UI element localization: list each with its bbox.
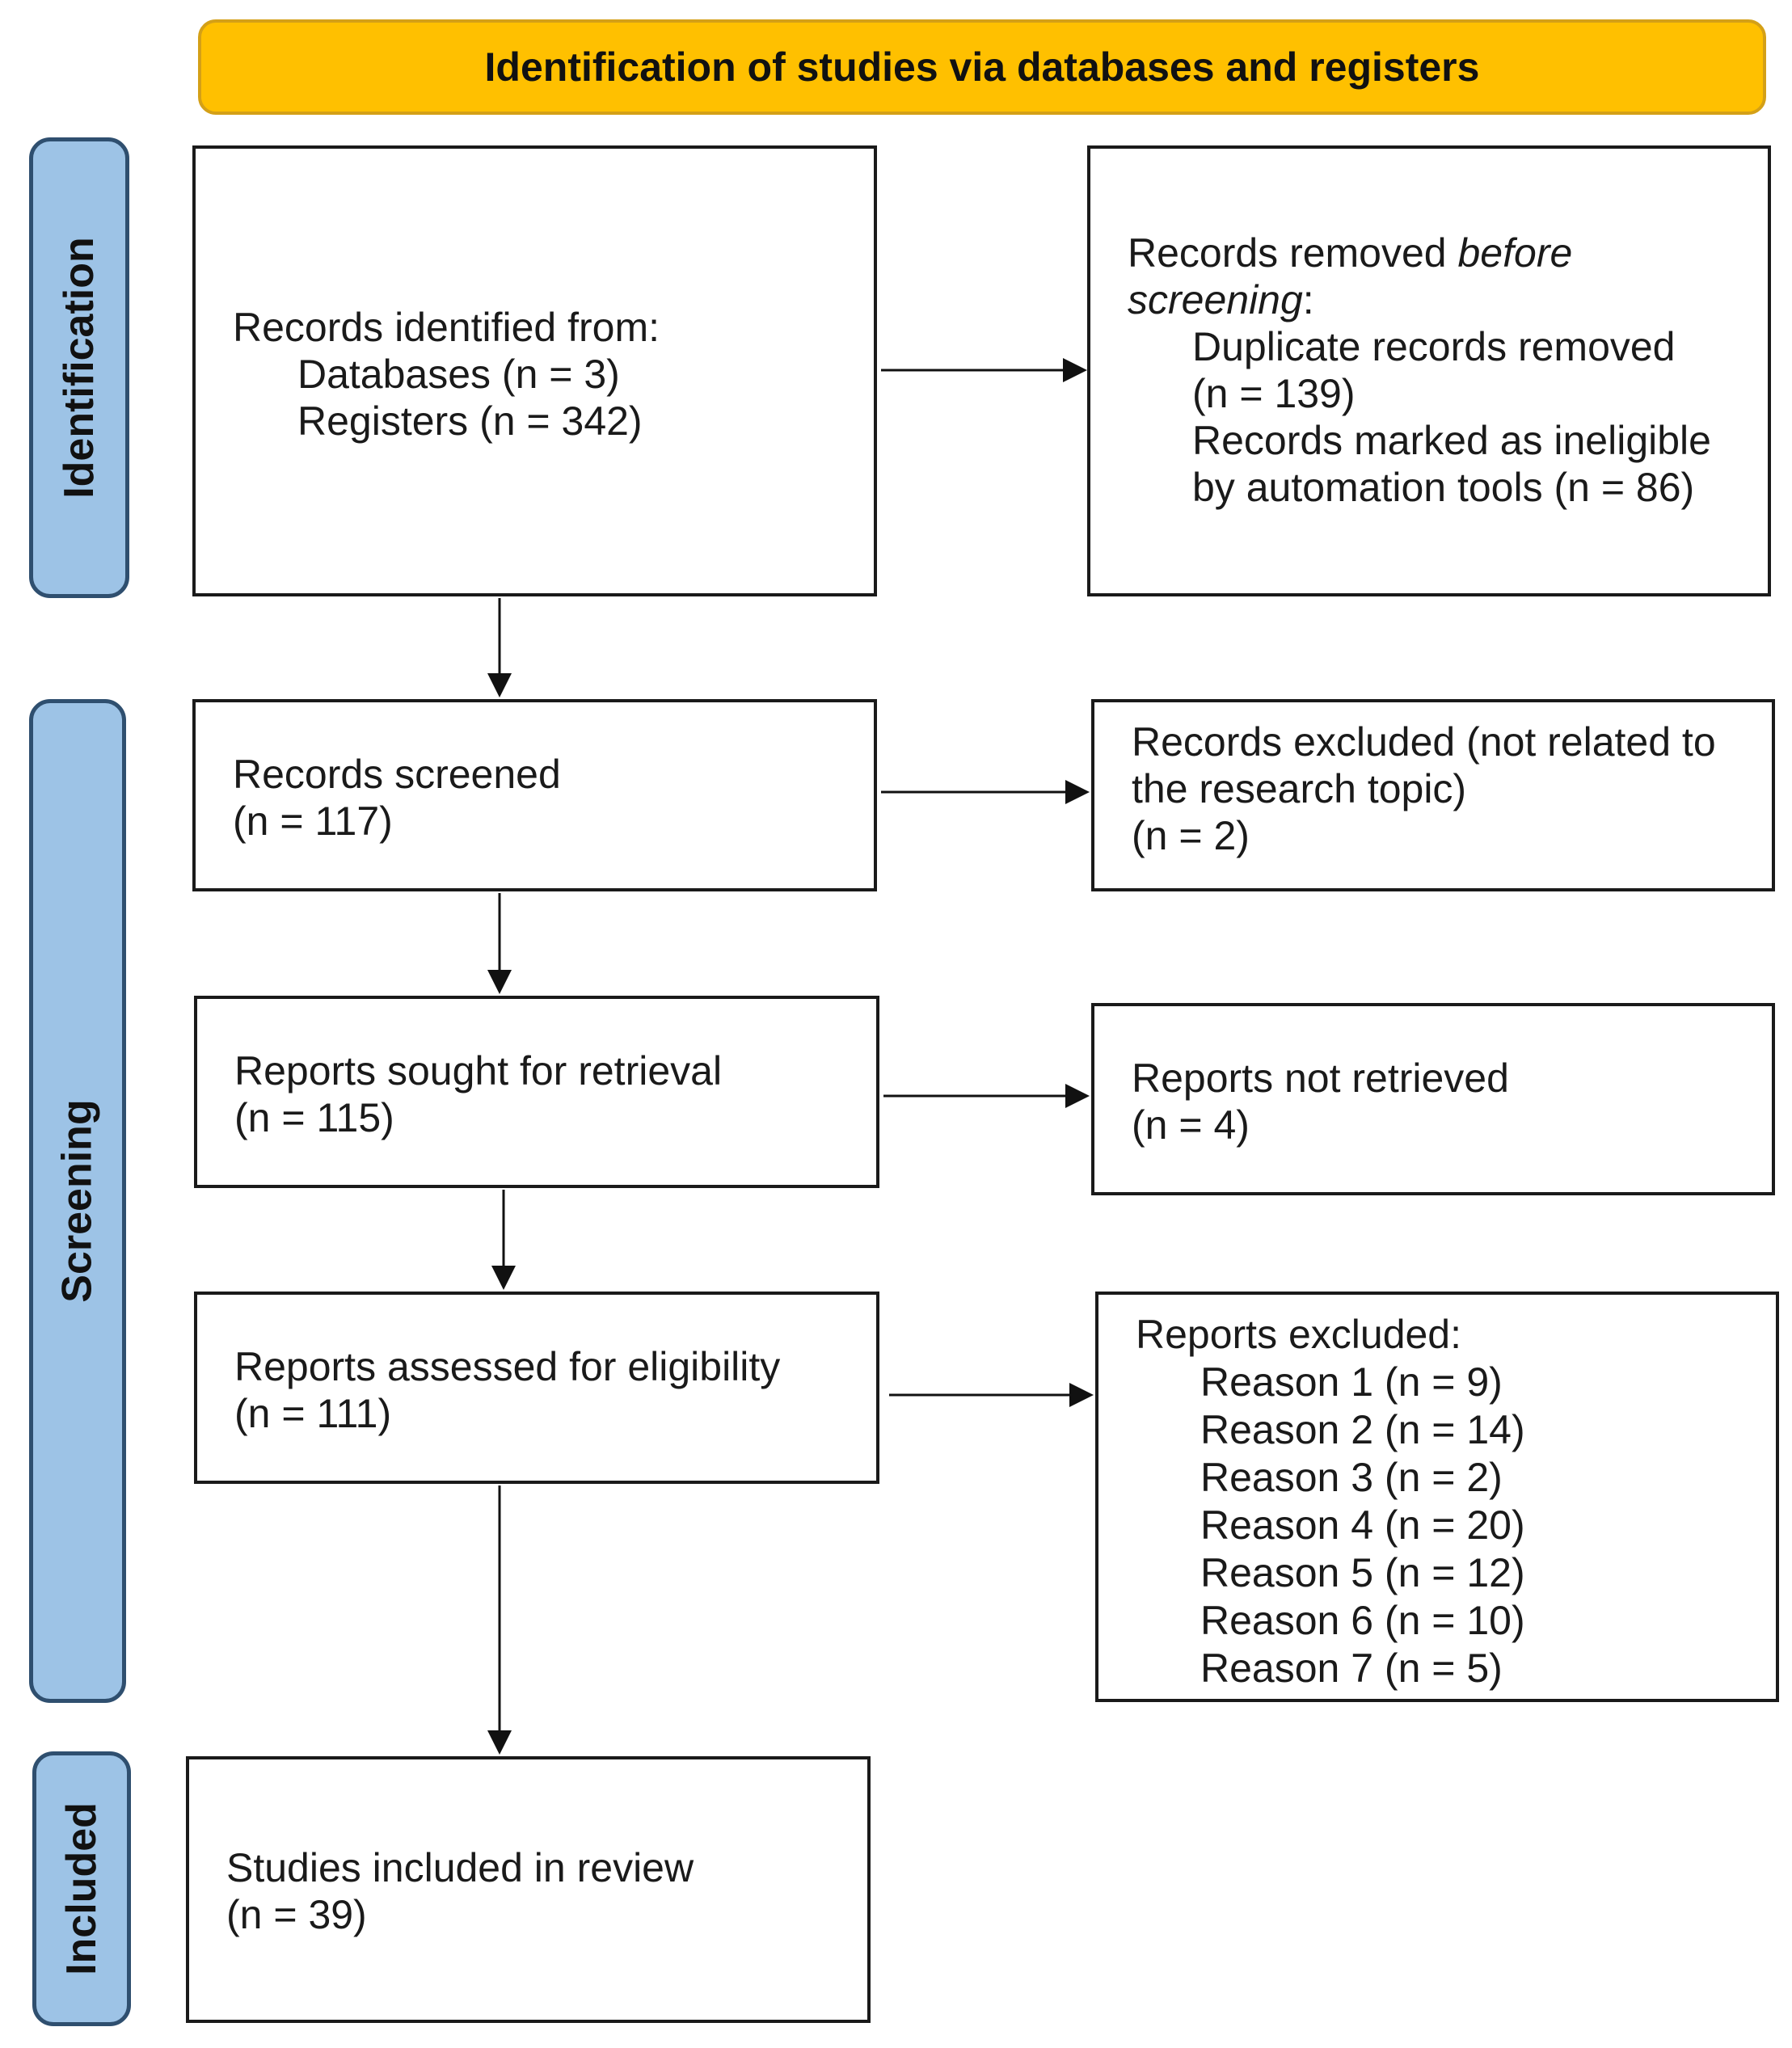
records-identified-registers: Registers (n = 342) (297, 398, 643, 444)
reason-item: Reason 3 (n = 2) (1200, 1455, 1503, 1500)
reports-sought-box: Reports sought for retrieval (n = 115) (194, 996, 879, 1188)
reports-sought-count: (n = 115) (234, 1095, 394, 1140)
arrowhead-down (487, 673, 512, 697)
phase-included: Included (32, 1751, 131, 2026)
ineligible-records-label: Records marked as ineligible (1192, 418, 1711, 463)
header-banner: Identification of studies via databases … (198, 19, 1766, 115)
arrowhead-down (487, 970, 512, 994)
arrowhead-down (491, 1266, 516, 1290)
records-excluded-label-1: Records excluded (not related to (1132, 719, 1716, 765)
studies-included-box: Studies included in review (n = 39) (186, 1756, 871, 2023)
records-excluded-box: Records excluded (not related to the res… (1091, 699, 1775, 891)
reason-item: Reason 7 (n = 5) (1200, 1646, 1503, 1691)
duplicate-records-label: Duplicate records removed (1192, 324, 1676, 369)
records-removed-heading-cont: screening: (1128, 277, 1314, 322)
records-identified-box: Records identified from: Databases (n = … (192, 145, 877, 596)
arrowhead-right (1063, 358, 1087, 382)
records-removed-heading: Records removed before (1128, 230, 1573, 276)
records-identified-databases: Databases (n = 3) (297, 352, 620, 397)
phase-screening: Screening (29, 699, 126, 1703)
phase-identification: Identification (29, 137, 129, 598)
reports-excluded-box: Reports excluded: Reason 1 (n = 9) Reaso… (1095, 1292, 1779, 1702)
reason-item: Reason 5 (n = 12) (1200, 1550, 1525, 1595)
records-screened-box: Records screened (n = 117) (192, 699, 877, 891)
records-identified-heading: Records identified from: (233, 305, 660, 350)
arrowhead-right (1069, 1383, 1094, 1407)
arrowhead-right (1065, 1084, 1090, 1108)
reports-sought-label: Reports sought for retrieval (234, 1048, 723, 1094)
studies-included-count: (n = 39) (226, 1892, 367, 1937)
records-screened-label: Records screened (233, 752, 561, 797)
reason-item: Reason 2 (n = 14) (1200, 1407, 1525, 1452)
duplicate-records-count: (n = 139) (1192, 371, 1356, 416)
records-screened-count: (n = 117) (233, 799, 393, 844)
reports-assessed-box: Reports assessed for eligibility (n = 11… (194, 1292, 879, 1484)
reports-assessed-count: (n = 111) (234, 1391, 392, 1436)
reports-not-retrieved-box: Reports not retrieved (n = 4) (1091, 1003, 1775, 1195)
reports-excluded-heading: Reports excluded: (1136, 1312, 1462, 1357)
records-excluded-count: (n = 2) (1132, 813, 1250, 858)
reason-item: Reason 1 (n = 9) (1200, 1359, 1503, 1405)
reports-not-retrieved-count: (n = 4) (1132, 1102, 1250, 1148)
reports-assessed-label: Reports assessed for eligibility (234, 1344, 781, 1389)
reason-item: Reason 6 (n = 10) (1200, 1598, 1525, 1643)
arrowhead-right (1065, 780, 1090, 804)
studies-included-label: Studies included in review (226, 1845, 694, 1890)
records-excluded-label-2: the research topic) (1132, 766, 1467, 811)
reports-not-retrieved-label: Reports not retrieved (1132, 1056, 1509, 1101)
records-removed-box: Records removed before screening: Duplic… (1087, 145, 1771, 596)
ineligible-records-count: by automation tools (n = 86) (1192, 465, 1695, 510)
header-title: Identification of studies via databases … (484, 44, 1480, 90)
reason-item: Reason 4 (n = 20) (1200, 1502, 1525, 1548)
arrowhead-down (487, 1730, 512, 1755)
